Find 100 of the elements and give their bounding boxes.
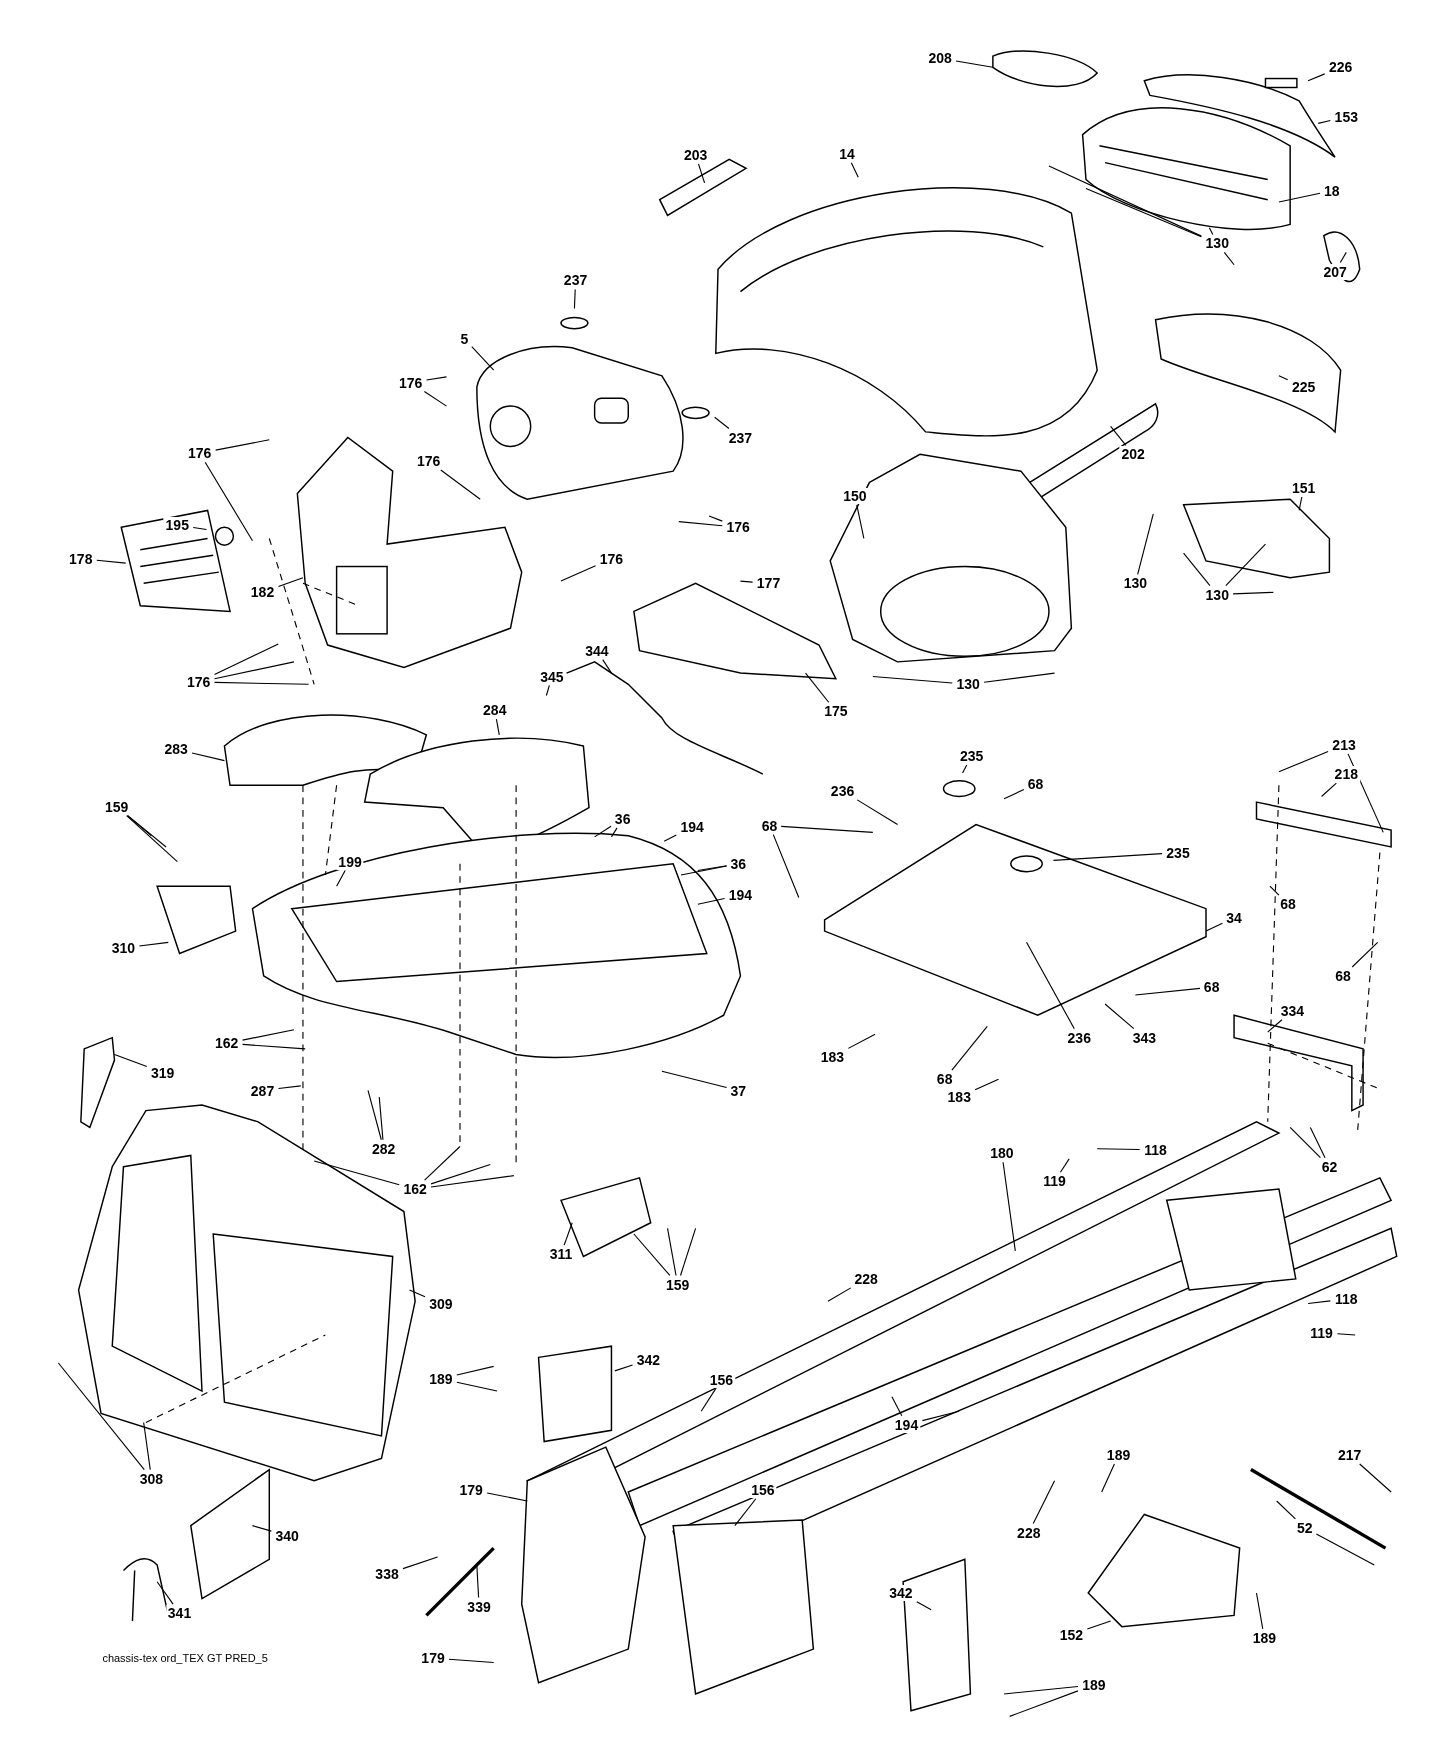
- leader-line: [1255, 1592, 1264, 1630]
- leader-line: [1134, 987, 1201, 996]
- leader-line: [448, 1658, 495, 1664]
- leader-line: [1225, 543, 1267, 587]
- leader-line: [1278, 750, 1329, 773]
- leader-line: [610, 827, 618, 838]
- leader-line: [1276, 1500, 1296, 1520]
- leader-line: [1351, 941, 1379, 968]
- leader-line: [1052, 853, 1163, 861]
- leader-line: [1208, 227, 1214, 235]
- leader-line: [679, 1227, 697, 1277]
- leader-line: [1009, 1690, 1079, 1717]
- leader-line: [661, 1070, 728, 1089]
- leader-line: [974, 1078, 1000, 1091]
- leader-line: [430, 1163, 491, 1185]
- leader-line: [430, 1175, 515, 1188]
- leader-line: [951, 1025, 988, 1071]
- leader-line: [780, 825, 874, 833]
- callout-number: 189: [1250, 1630, 1279, 1646]
- leader-line: [772, 834, 800, 898]
- leader-line: [1278, 375, 1289, 381]
- leader-line: [1183, 552, 1211, 587]
- callout-number: 218: [1332, 766, 1360, 783]
- leader-line: [916, 1601, 932, 1611]
- leader-line: [633, 1233, 671, 1277]
- leader-line: [804, 672, 830, 703]
- leader-line: [143, 1421, 151, 1471]
- leader-line: [697, 898, 726, 905]
- leader-line: [1309, 1126, 1326, 1159]
- leader-line: [156, 1581, 174, 1605]
- leader-line: [456, 1381, 498, 1392]
- leader-line: [138, 941, 169, 947]
- leader-line: [1104, 1003, 1135, 1030]
- leader-line: [215, 439, 270, 451]
- leader-line: [1336, 1333, 1356, 1336]
- leader-line: [700, 1388, 717, 1412]
- leader-line: [57, 1362, 145, 1471]
- leader-line: [1269, 885, 1280, 896]
- leader-line: [1048, 165, 1202, 237]
- leader-line: [191, 752, 225, 762]
- leader-line: [1339, 251, 1347, 264]
- leader-line: [1359, 1463, 1392, 1493]
- leader-line: [426, 376, 448, 381]
- leader-line: [545, 684, 550, 697]
- leader-line: [856, 504, 865, 540]
- leader-line: [891, 1396, 903, 1417]
- leader-line: [697, 163, 706, 184]
- callout-number: 207: [1321, 263, 1349, 280]
- leader-line: [697, 865, 728, 872]
- leader-line: [251, 1525, 272, 1532]
- leader-line: [856, 799, 899, 826]
- leader-line: [126, 815, 178, 863]
- leader-line: [1298, 496, 1303, 511]
- leader-line: [1085, 187, 1202, 238]
- leader-line: [1321, 782, 1337, 798]
- leader-line: [313, 1160, 400, 1186]
- leader-line: [96, 559, 127, 564]
- leader-line: [847, 1033, 876, 1049]
- leader-line: [1096, 1148, 1141, 1151]
- leader-line: [1110, 425, 1127, 446]
- leader-line: [127, 815, 167, 848]
- leader-line: [476, 1564, 480, 1598]
- leader-line: [983, 672, 1056, 683]
- leader-line: [921, 1410, 960, 1422]
- callout-number: 342: [887, 1585, 915, 1602]
- callout-number: 310: [109, 940, 138, 956]
- leader-line: [680, 865, 728, 876]
- leader-line: [367, 1089, 382, 1141]
- leader-line: [1278, 192, 1321, 203]
- leader-line: [955, 60, 994, 68]
- leader-line: [739, 580, 754, 583]
- leader-line: [336, 870, 346, 887]
- leader-line: [714, 416, 730, 430]
- leader-line: [1223, 251, 1235, 266]
- leader-line: [563, 1222, 573, 1246]
- leader-line: [213, 681, 310, 685]
- leader-line: [667, 1227, 677, 1277]
- leader-line: [113, 1053, 148, 1068]
- leader-line: [242, 1043, 306, 1050]
- leader-line: [1025, 941, 1075, 1030]
- drawing-reference-note: chassis-tex ord_TEX GT PRED_5: [102, 1650, 268, 1666]
- leader-line: [456, 1365, 495, 1376]
- leader-line: [204, 461, 254, 542]
- leader-line: [423, 391, 448, 407]
- leader-line: [213, 661, 295, 680]
- leader-line: [486, 1492, 528, 1502]
- leader-line: [1232, 591, 1274, 595]
- leader-line: [242, 1029, 295, 1041]
- leader-line: [614, 1364, 634, 1372]
- leader-line: [1002, 1161, 1016, 1252]
- leader-line: [378, 1096, 384, 1141]
- leader-line: [1086, 1620, 1112, 1630]
- leader-line: [708, 515, 723, 522]
- leader-line: [192, 526, 208, 531]
- leader-line: [213, 643, 279, 675]
- leader-line: [495, 718, 500, 736]
- leader-line: [560, 565, 597, 582]
- leader-line: [872, 675, 953, 684]
- leader-line: [277, 1085, 302, 1090]
- leader-line: [734, 1498, 757, 1527]
